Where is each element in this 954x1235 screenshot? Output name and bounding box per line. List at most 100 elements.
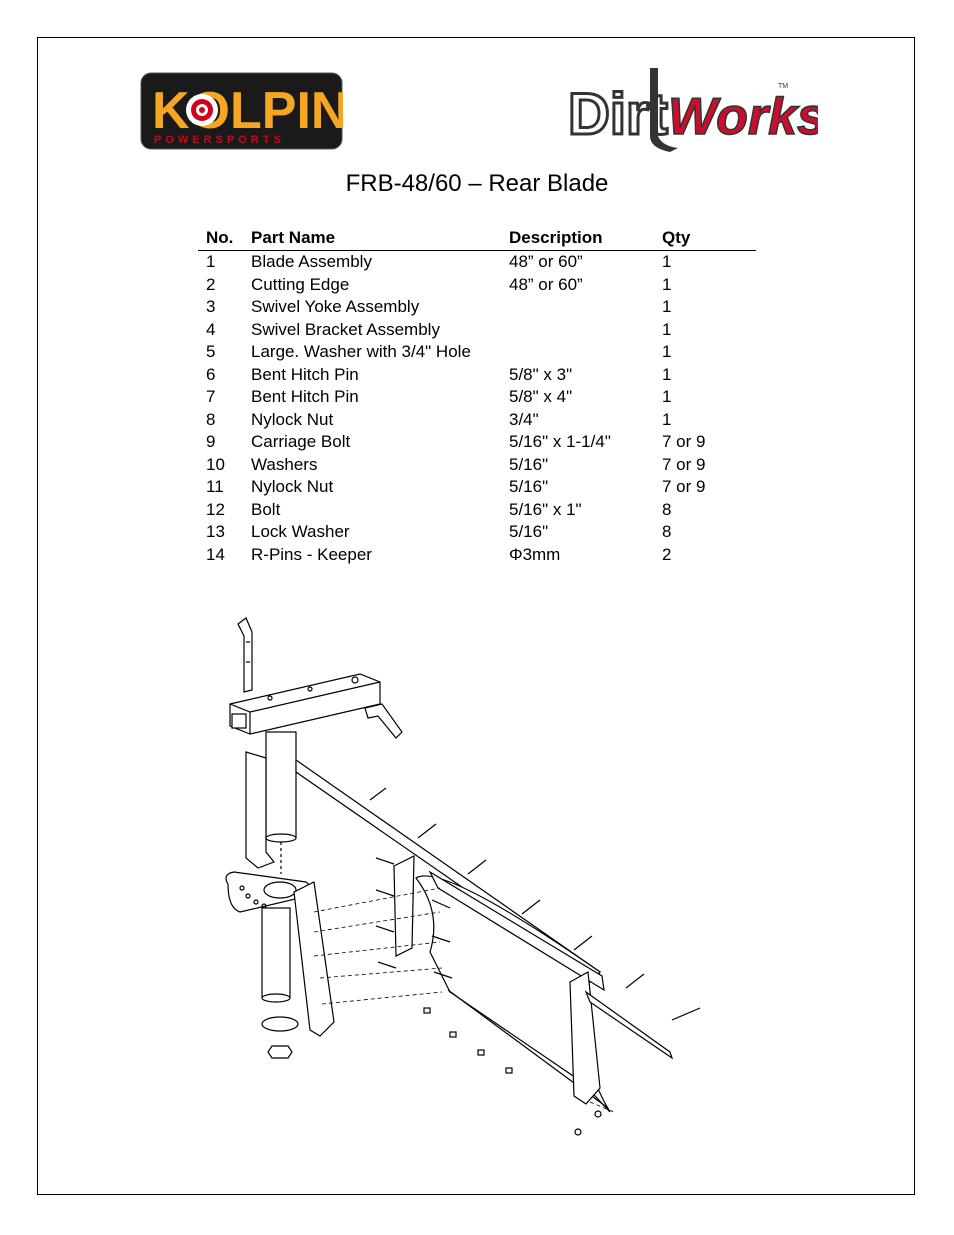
table-row: 7 Bent Hitch Pin 5/8" x 4" 1 bbox=[198, 386, 756, 409]
bolts-and-washers bbox=[375, 857, 602, 1136]
row-description: 48” or 60” bbox=[509, 274, 583, 294]
row-qty: 7 or 9 bbox=[662, 432, 706, 451]
page-title: FRB-48/60 – Rear Blade bbox=[345, 170, 609, 197]
row-no: 11 bbox=[206, 477, 224, 496]
row-part-name: Blade Assembly bbox=[251, 252, 372, 271]
row-no: 3 bbox=[206, 297, 216, 316]
large-washer bbox=[261, 1016, 299, 1032]
row-qty: 7 or 9 bbox=[662, 477, 706, 496]
table-row: 11 Nylock Nut 5/16" 7 or 9 bbox=[198, 476, 756, 499]
nylock-nuts-small bbox=[423, 1007, 513, 1074]
row-description: 5/8" x 3" bbox=[509, 364, 573, 384]
row-description bbox=[509, 341, 662, 364]
row-part-name: Large. Washer with 3/4" Hole bbox=[251, 342, 471, 361]
kolpin-name: KOLPIN bbox=[152, 82, 343, 140]
row-part-name: Bent Hitch Pin bbox=[251, 364, 359, 384]
row-no: 1 bbox=[206, 252, 216, 271]
row-qty: 8 bbox=[662, 522, 672, 541]
blade-bracket-middle bbox=[393, 855, 415, 957]
blade-end-plate bbox=[569, 971, 601, 1105]
row-part-name: Swivel Yoke Assembly bbox=[251, 297, 420, 316]
row-part-name: Bent Hitch Pin bbox=[251, 387, 359, 406]
row-part-name: Swivel Bracket Assembly bbox=[251, 319, 440, 339]
dirtworks-logo: Dirt Works TM bbox=[567, 68, 818, 152]
table-row: 8 Nylock Nut 3/4" 1 bbox=[198, 409, 756, 432]
row-part-name: Nylock Nut bbox=[251, 477, 334, 496]
row-description: Φ3mm bbox=[509, 544, 561, 564]
table-row: 12 Bolt 5/16" x 1" 8 bbox=[198, 499, 756, 522]
row-description: 5/16" bbox=[509, 522, 549, 541]
row-no: 4 bbox=[206, 319, 216, 339]
row-part-name: Washers bbox=[251, 454, 318, 474]
table-row: 10 Washers 5/16" 7 or 9 bbox=[198, 454, 756, 477]
row-no: 5 bbox=[206, 342, 216, 361]
row-description: 3/4" bbox=[509, 409, 539, 429]
cutting-edge bbox=[584, 990, 674, 1060]
row-part-name: Carriage Bolt bbox=[251, 432, 351, 451]
row-no: 9 bbox=[206, 432, 216, 451]
row-description: 5/16" x 1-1/4" bbox=[509, 432, 611, 451]
rear-blade-exploded-diagram bbox=[225, 617, 701, 1136]
bent-hitch-pin-side bbox=[364, 703, 403, 739]
table-row: 4 Swivel Bracket Assembly 1 bbox=[198, 319, 756, 342]
row-qty: 1 bbox=[662, 409, 672, 429]
row-description: 5/16" x 1" bbox=[509, 499, 582, 519]
row-part-name: Nylock Nut bbox=[251, 409, 334, 429]
table-row: 14 R-Pins - Keeper Φ3mm 2 bbox=[198, 544, 756, 567]
parts-table: No. Part Name Description Qty 1 Blade Ass… bbox=[198, 227, 756, 566]
blade-swoosh-icon bbox=[650, 68, 678, 152]
swivel-post bbox=[265, 731, 297, 874]
table-row: 2 Cutting Edge 48” or 60” 1 bbox=[198, 274, 756, 297]
header-description: Description bbox=[509, 227, 662, 251]
row-no: 8 bbox=[206, 409, 216, 429]
table-row: 3 Swivel Yoke Assembly 1 bbox=[198, 296, 756, 319]
row-no: 2 bbox=[206, 274, 216, 294]
row-part-name: Lock Washer bbox=[251, 522, 350, 541]
row-part-name: Cutting Edge bbox=[251, 274, 350, 294]
row-no: 10 bbox=[206, 454, 225, 474]
trademark-mark: TM bbox=[778, 83, 788, 90]
table-row: 1 Blade Assembly 48” or 60” 1 bbox=[198, 251, 756, 274]
header-no: No. bbox=[198, 227, 251, 251]
row-no: 13 bbox=[206, 522, 225, 541]
dirtworks-name-part2: Works bbox=[668, 88, 818, 146]
row-qty: 1 bbox=[662, 297, 672, 316]
row-qty: 1 bbox=[662, 274, 672, 294]
row-qty: 1 bbox=[662, 387, 672, 406]
row-no: 7 bbox=[206, 387, 216, 406]
row-description: 5/8" x 4" bbox=[509, 387, 573, 406]
row-qty: 8 bbox=[662, 499, 672, 519]
row-no: 6 bbox=[206, 364, 216, 384]
table-row: 9 Carriage Bolt 5/16" x 1-1/4" 7 or 9 bbox=[198, 431, 756, 454]
row-qty: 1 bbox=[662, 364, 672, 384]
nylock-nut-large bbox=[267, 1045, 293, 1059]
row-no: 12 bbox=[206, 499, 225, 519]
row-qty: 7 or 9 bbox=[662, 454, 706, 474]
header-part-name: Part Name bbox=[251, 227, 509, 251]
header-qty: Qty bbox=[662, 227, 756, 251]
row-part-name: Bolt bbox=[251, 499, 281, 519]
row-part-name: R-Pins - Keeper bbox=[251, 544, 372, 564]
table-header-row: No. Part Name Description Qty bbox=[198, 227, 756, 251]
swivel-bracket-assembly bbox=[225, 871, 312, 1003]
assembly-guide-lines bbox=[313, 887, 615, 1113]
row-no: 14 bbox=[206, 544, 225, 564]
row-description: 48” or 60” bbox=[509, 252, 583, 271]
blade-bracket-left bbox=[293, 881, 335, 1037]
table-row: 6 Bent Hitch Pin 5/8" x 3" 1 bbox=[198, 364, 756, 387]
kolpin-tagline: POWERSPORTS bbox=[154, 134, 285, 146]
row-qty: 2 bbox=[662, 544, 672, 564]
table-row: 13 Lock Washer 5/16" 8 bbox=[198, 521, 756, 544]
row-description: 5/16" bbox=[509, 477, 549, 496]
page-border bbox=[37, 37, 915, 1195]
row-qty: 1 bbox=[662, 252, 672, 271]
row-description bbox=[509, 319, 662, 342]
row-qty: 1 bbox=[662, 319, 672, 339]
carriage-bolts bbox=[369, 787, 701, 1021]
row-qty: 1 bbox=[662, 342, 672, 361]
row-description bbox=[509, 296, 662, 319]
bent-hitch-pin-top bbox=[237, 617, 253, 693]
kolpin-logo: KOLPIN POWERSPORTS bbox=[140, 72, 343, 150]
table-row: 5 Large. Washer with 3/4" Hole 1 bbox=[198, 341, 756, 364]
row-description: 5/16" bbox=[509, 454, 549, 474]
